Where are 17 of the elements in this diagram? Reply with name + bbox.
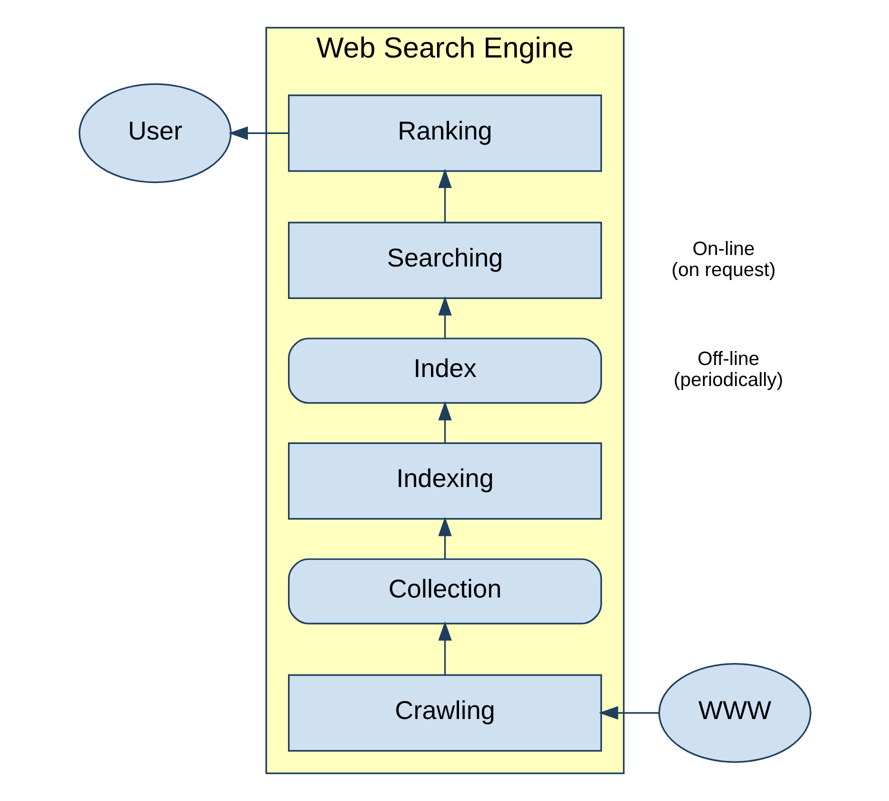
arrow: [438, 401, 452, 444]
arrow: [598, 706, 658, 720]
arrow: [438, 621, 452, 674]
node-box: Ranking: [287, 94, 602, 172]
node-box: Crawling: [287, 674, 602, 752]
arrow: [438, 168, 452, 222]
node-ellipse: WWW: [658, 663, 811, 763]
label: On-line (on request): [671, 238, 776, 281]
node-box: Collection: [287, 558, 602, 624]
arrow: [438, 296, 452, 338]
node-box: Indexing: [287, 442, 602, 520]
node-box: Index: [287, 338, 602, 404]
label: Off-line (periodically): [673, 349, 783, 392]
node-box: Searching: [287, 222, 602, 300]
arrow: [228, 126, 288, 140]
node-ellipse: User: [78, 83, 232, 184]
arrow: [438, 516, 452, 559]
